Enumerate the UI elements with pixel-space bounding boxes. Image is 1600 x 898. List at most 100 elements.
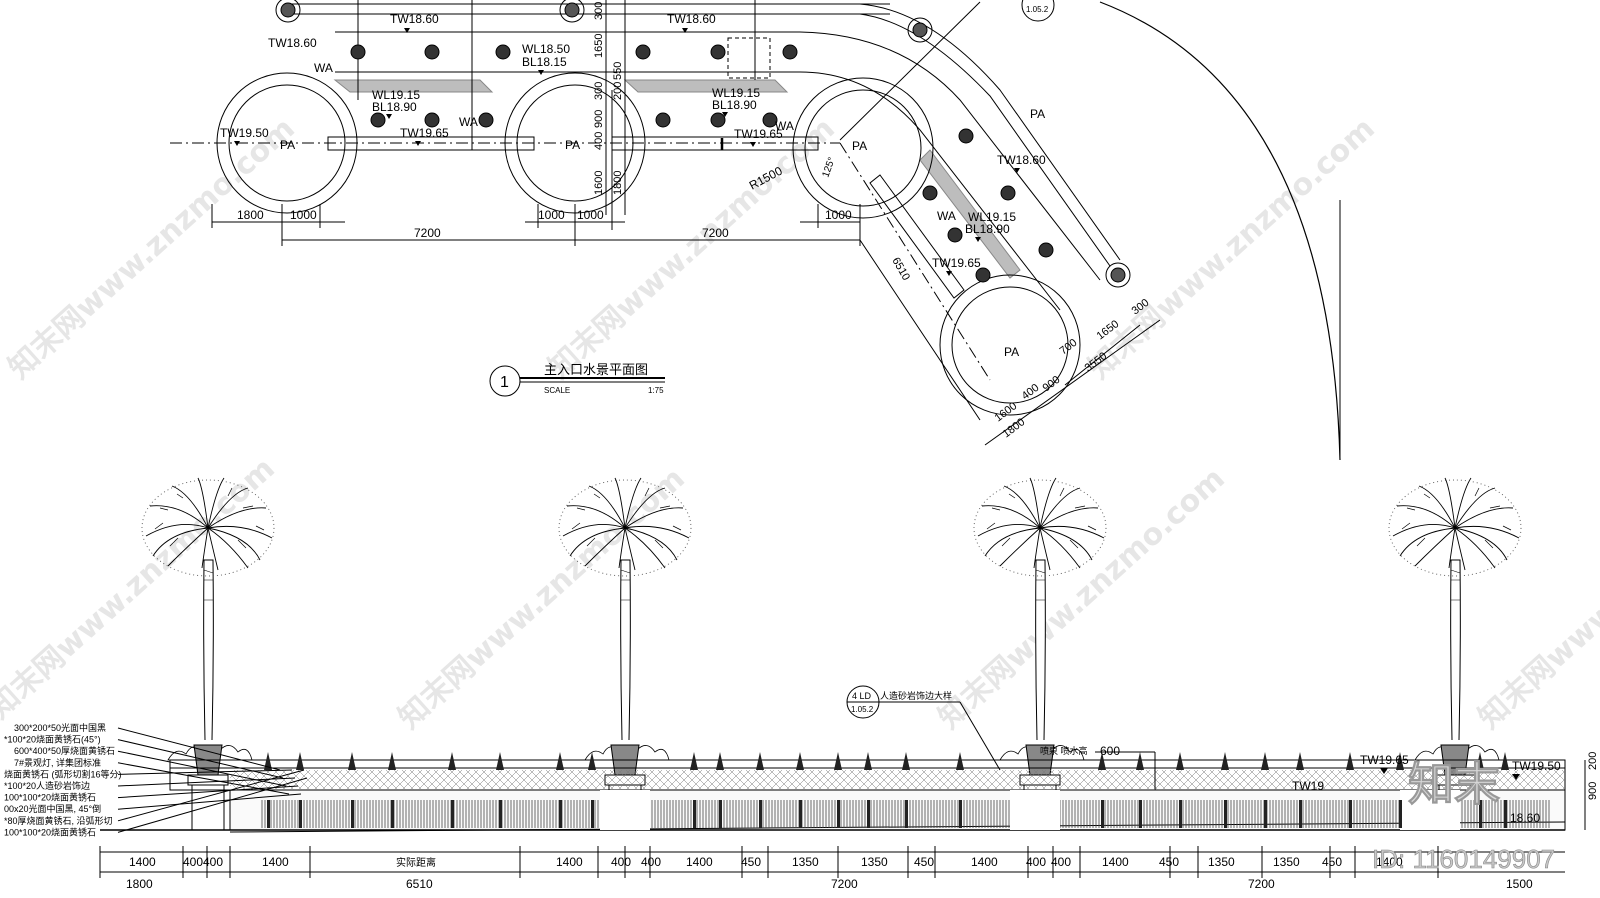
scale-value: 1:75 bbox=[648, 386, 664, 395]
elev-palms bbox=[141, 477, 1522, 761]
trough-3 bbox=[869, 174, 965, 299]
dim-label: 1400 bbox=[686, 855, 713, 869]
level-tw1950: TW19.50 bbox=[220, 126, 269, 140]
leader-top bbox=[839, 1, 981, 141]
top-wall-curve-2 bbox=[859, 13, 1111, 267]
brand-id: ID: 1160149907 bbox=[1372, 844, 1555, 874]
elev-level-1860: 18.60 bbox=[1510, 811, 1540, 825]
dim-label: 450 bbox=[914, 855, 934, 869]
level-wl1915: WL19.15 bbox=[968, 210, 1016, 224]
material-note: *100*20烧面黄锈石(45°) bbox=[4, 734, 101, 745]
fountain-cone bbox=[1261, 752, 1269, 770]
scale-label: SCALE bbox=[544, 386, 570, 395]
note-leader bbox=[117, 777, 308, 833]
fountain-cone bbox=[1346, 752, 1354, 770]
palm-trunk-rings bbox=[620, 569, 631, 601]
palm-tree bbox=[141, 477, 275, 577]
fountain-jet-line bbox=[905, 800, 908, 828]
fountain-jet-line bbox=[391, 800, 394, 828]
dashed-box bbox=[727, 37, 771, 79]
palm-tree bbox=[1388, 477, 1522, 577]
fountain-jet-line bbox=[867, 800, 870, 828]
elev-tw19: TW19 bbox=[1292, 779, 1324, 793]
fountain-jet-line bbox=[559, 800, 562, 828]
fountain-jet-line bbox=[1224, 800, 1227, 828]
fountain-jet-line bbox=[351, 800, 354, 828]
plan-number-circle bbox=[489, 365, 521, 397]
plan-labels: TW18.60 TW18.60 TW18.60 WL18.50 BL18.15 … bbox=[220, 12, 1046, 359]
section-callout-ref: 1.05.2 bbox=[1026, 5, 1049, 14]
dim-label: 1400 bbox=[1376, 855, 1403, 869]
dim-label: 1350 bbox=[861, 855, 888, 869]
dim-label-bottom: 1800 bbox=[126, 877, 153, 891]
dim-1800: 1800 bbox=[237, 208, 264, 222]
slope-band-1 bbox=[333, 79, 494, 93]
fountain-jet-line bbox=[1299, 800, 1302, 828]
level-bl1815: BL18.15 bbox=[522, 55, 567, 69]
dim-label: 1400 bbox=[129, 855, 156, 869]
fountain-jet-line bbox=[1101, 800, 1104, 828]
level-tw1860: TW18.60 bbox=[667, 12, 716, 26]
zone-pa: PA bbox=[565, 138, 580, 152]
elev-notes: 300*200*50光面中国黑*100*20烧面黄锈石(45°)600*400*… bbox=[4, 722, 122, 837]
elev-note-leaders bbox=[117, 727, 308, 833]
watermark-2: 知末网www.znzmo.com bbox=[542, 111, 842, 386]
elev-tw1950: TW19.50 bbox=[1512, 759, 1561, 773]
material-note: *80厚烧面黄锈石, 沿弧形切 bbox=[4, 815, 113, 826]
pool-circle-3 bbox=[792, 77, 934, 219]
zone-wa: WA bbox=[937, 209, 956, 223]
dim-label: 400 bbox=[183, 855, 203, 869]
zone-wa: WA bbox=[775, 119, 794, 133]
fountain-jet-line bbox=[1179, 800, 1182, 828]
fountain-cone bbox=[1176, 752, 1184, 770]
channel-diag-inner bbox=[799, 71, 1061, 311]
zone-wa: WA bbox=[314, 61, 333, 75]
dim-1000: 1000 bbox=[825, 208, 852, 222]
dim-1650: 1650 bbox=[593, 34, 605, 58]
fountain-cone bbox=[1501, 752, 1509, 770]
palm-fronds bbox=[558, 477, 692, 577]
level-tw1965: TW19.65 bbox=[400, 126, 449, 140]
plan-vertical-dims: 300 1650 550 200 300 900 400 1600 1800 bbox=[593, 0, 626, 215]
material-note: 600*400*50厚烧面黄锈石 bbox=[14, 745, 115, 756]
note-leader bbox=[117, 777, 296, 787]
dim-label: 450 bbox=[741, 855, 761, 869]
level-bl1890: BL18.90 bbox=[372, 100, 417, 114]
fountain-jet-line bbox=[1479, 800, 1482, 828]
fountain-jet-line bbox=[693, 800, 696, 828]
fountain-jet-line bbox=[1504, 800, 1507, 828]
note-leader bbox=[117, 769, 305, 822]
plan-view: 1.05.2 TW18.60 TW18.60 TW18.60 WL18.50 B… bbox=[170, 0, 1341, 461]
palm-trunk-rings bbox=[203, 569, 214, 601]
dim-300: 300 bbox=[593, 82, 605, 100]
note-leader bbox=[117, 727, 281, 771]
palm-trunk bbox=[203, 559, 214, 741]
material-note: 300*200*50光面中国黑 bbox=[14, 722, 106, 733]
dim-label-bottom: 6510 bbox=[406, 877, 433, 891]
zone-pa: PA bbox=[852, 139, 867, 153]
dim-label-bottom: 7200 bbox=[1248, 877, 1275, 891]
dim-label: 1350 bbox=[1208, 855, 1235, 869]
fountain-cone bbox=[1136, 752, 1144, 770]
material-note: 100*100*20烧面黄锈石 bbox=[4, 792, 96, 803]
dim-1800: 1800 bbox=[612, 171, 624, 195]
fountain-cone bbox=[1098, 752, 1106, 770]
material-note: 烧面黄锈石 (弧形切割16等分) bbox=[4, 768, 122, 779]
fountain-jet-line bbox=[1264, 800, 1267, 828]
lamp-posts bbox=[275, 0, 1131, 288]
palm-trunk bbox=[1035, 559, 1046, 741]
level-tw1965: TW19.65 bbox=[734, 127, 783, 141]
elevation-view: 300*200*50光面中国黑*100*20烧面黄锈石(45°)600*400*… bbox=[4, 477, 1599, 891]
section-callout bbox=[1021, 0, 1055, 22]
dim-label: 450 bbox=[1159, 855, 1179, 869]
slope-band-3 bbox=[919, 149, 1021, 279]
level-wl1850: WL18.50 bbox=[522, 42, 570, 56]
level-markers bbox=[234, 28, 1020, 276]
level-tw1860: TW18.60 bbox=[268, 36, 317, 50]
material-note: *100*20人造砂岩饰边 bbox=[4, 780, 90, 791]
palm-fronds bbox=[1388, 477, 1522, 577]
fountain-cone bbox=[588, 752, 596, 770]
